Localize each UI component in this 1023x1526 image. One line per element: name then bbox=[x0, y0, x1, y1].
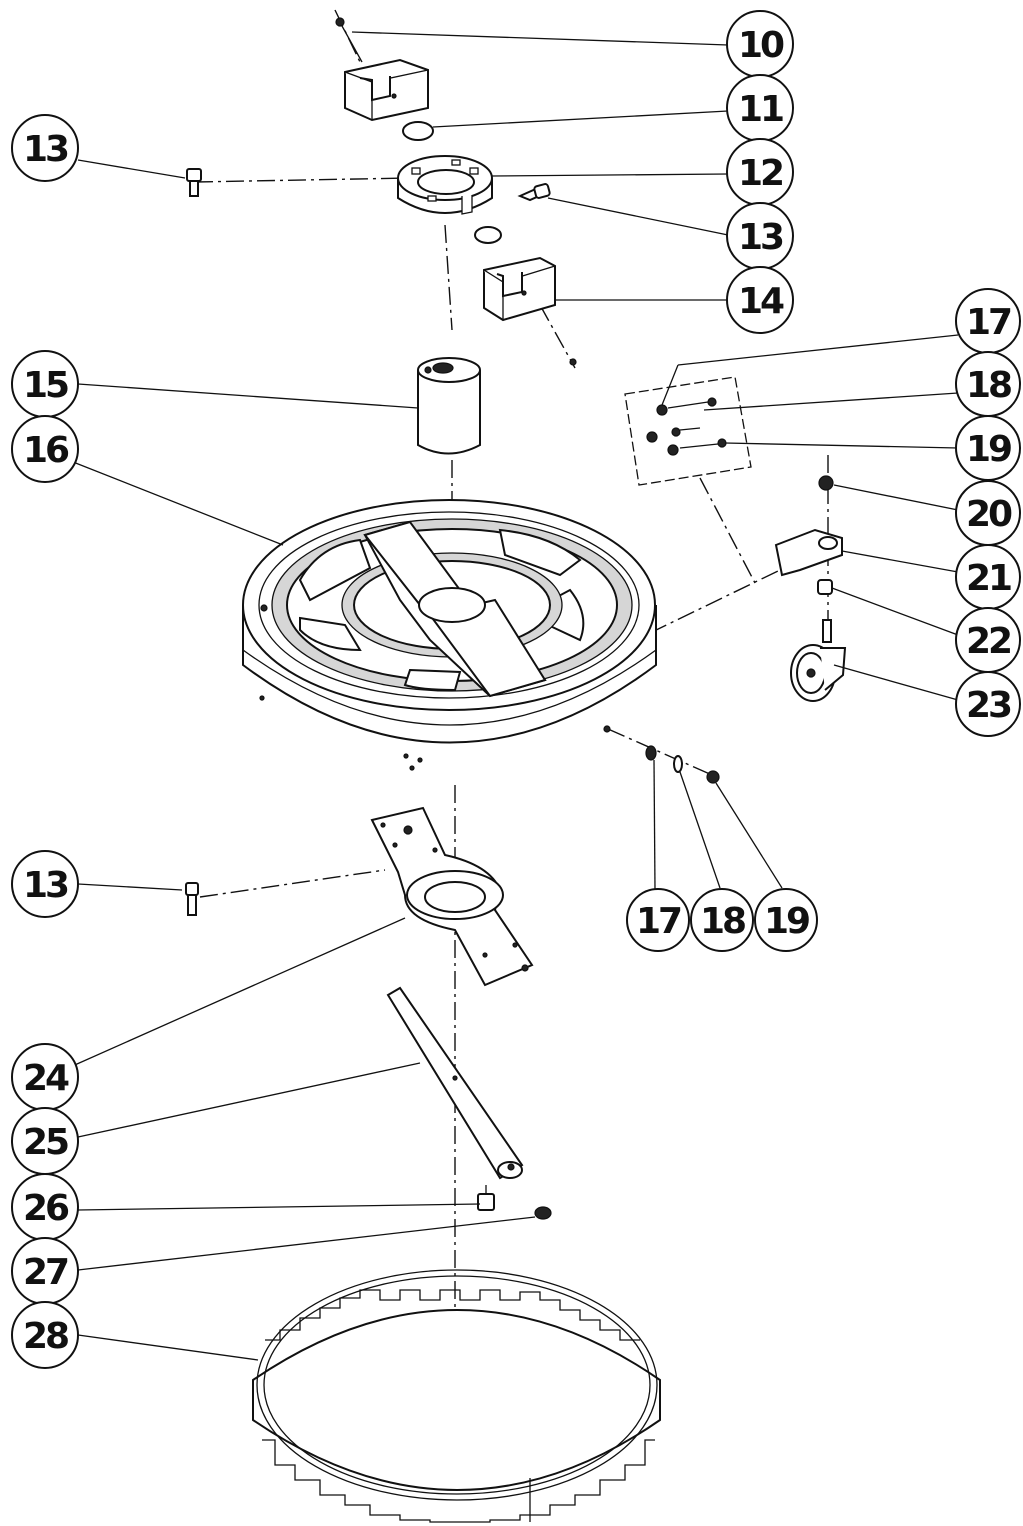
callout-18b: 18 bbox=[690, 888, 754, 952]
parts-17-19-side-hardware bbox=[645, 745, 720, 784]
svg-text:17: 17 bbox=[636, 901, 681, 942]
part-13-screw-lower bbox=[185, 882, 199, 916]
callout-28a: 28 bbox=[11, 1301, 79, 1369]
callout-25a: 25 bbox=[11, 1107, 79, 1175]
svg-text:16: 16 bbox=[23, 430, 69, 471]
callout-23a: 23 bbox=[955, 671, 1021, 737]
part-16-main-disc bbox=[242, 499, 657, 771]
callout-24a: 24 bbox=[11, 1043, 79, 1111]
callout-20a: 20 bbox=[955, 480, 1021, 546]
part-10-pin bbox=[335, 17, 577, 366]
part-26-fitting bbox=[477, 1185, 495, 1211]
svg-text:13: 13 bbox=[738, 217, 783, 258]
svg-text:17: 17 bbox=[966, 302, 1011, 343]
part-11-upper-clamp bbox=[344, 58, 434, 141]
callout-21a: 21 bbox=[955, 544, 1021, 610]
callout-12a: 12 bbox=[726, 138, 794, 206]
callout-22a: 22 bbox=[955, 607, 1021, 673]
part-12-collar bbox=[397, 155, 493, 215]
callout-13c: 13 bbox=[11, 850, 79, 918]
callout-13a: 13 bbox=[11, 114, 79, 182]
svg-text:11: 11 bbox=[738, 89, 783, 130]
svg-text:13: 13 bbox=[23, 865, 68, 906]
callout-13b: 13 bbox=[726, 202, 794, 270]
svg-text:19: 19 bbox=[764, 901, 809, 942]
parts-20-23-caster bbox=[774, 475, 847, 702]
part-13-screw-upper-left bbox=[186, 168, 202, 197]
svg-text:21: 21 bbox=[966, 558, 1011, 599]
callout-19b: 19 bbox=[754, 888, 818, 952]
svg-text:18: 18 bbox=[700, 901, 745, 942]
callout-17a: 17 bbox=[955, 288, 1021, 354]
part-14-lower-clamp bbox=[474, 226, 556, 322]
svg-text:14: 14 bbox=[738, 281, 784, 322]
svg-text:13: 13 bbox=[23, 129, 68, 170]
callout-16a: 16 bbox=[11, 415, 79, 483]
callout-19a: 19 bbox=[955, 415, 1021, 481]
svg-text:25: 25 bbox=[23, 1122, 68, 1163]
part-27-screw bbox=[534, 1206, 552, 1220]
svg-text:19: 19 bbox=[966, 429, 1011, 470]
svg-text:15: 15 bbox=[23, 365, 68, 406]
svg-text:28: 28 bbox=[23, 1316, 68, 1357]
callout-27a: 27 bbox=[11, 1237, 79, 1305]
svg-text:24: 24 bbox=[23, 1058, 69, 1099]
callout-15a: 15 bbox=[11, 350, 79, 418]
svg-text:18: 18 bbox=[966, 365, 1011, 406]
svg-text:26: 26 bbox=[23, 1188, 69, 1229]
svg-text:10: 10 bbox=[738, 25, 784, 66]
parts-17-19-hardware-detail bbox=[624, 376, 752, 486]
callout-11a: 11 bbox=[726, 74, 794, 142]
svg-text:20: 20 bbox=[966, 494, 1012, 535]
part-25-shaft bbox=[386, 986, 524, 1180]
callout-14a: 14 bbox=[726, 266, 794, 334]
part-24-cross-plate bbox=[370, 806, 534, 987]
callout-10a: 10 bbox=[726, 10, 794, 78]
leader-lines bbox=[67, 31, 959, 1361]
part-15-cylinder bbox=[417, 357, 481, 455]
callout-17b: 17 bbox=[626, 888, 690, 952]
part-28-ring bbox=[252, 1269, 661, 1523]
callout-26a: 26 bbox=[11, 1173, 79, 1241]
part-13-screw-upper-right bbox=[517, 183, 551, 202]
svg-text:23: 23 bbox=[966, 685, 1011, 726]
svg-text:12: 12 bbox=[738, 153, 782, 194]
svg-text:22: 22 bbox=[966, 621, 1010, 662]
svg-text:27: 27 bbox=[23, 1252, 68, 1293]
callout-18a: 18 bbox=[955, 351, 1021, 417]
